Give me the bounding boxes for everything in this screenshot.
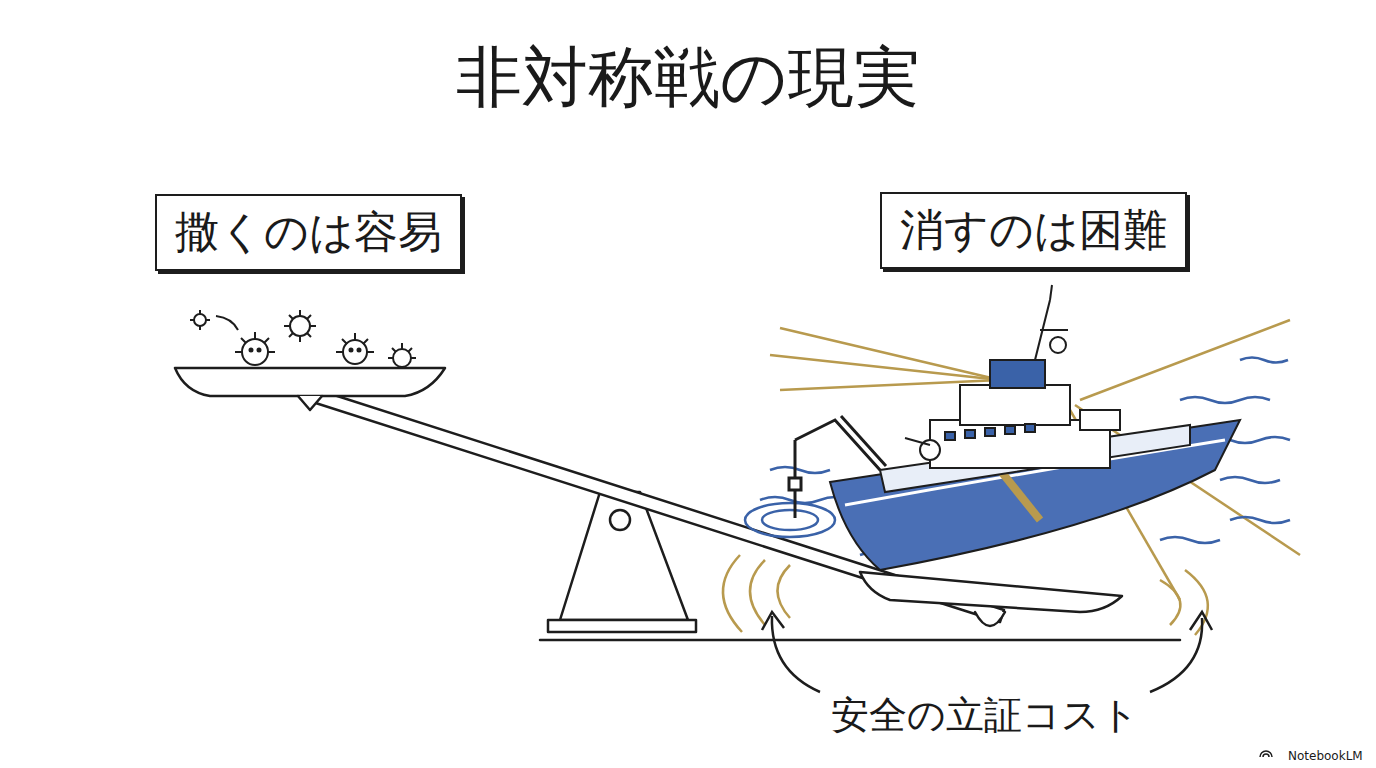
mines [190, 310, 416, 367]
sonar-beams [723, 320, 1300, 635]
crane-arm [789, 416, 886, 518]
watermark: NotebookLM [1285, 750, 1366, 764]
fulcrum-base [548, 620, 696, 632]
right-pan [860, 572, 1122, 612]
left-pan [175, 368, 445, 396]
box-text: 消すのは困難 [900, 204, 1167, 257]
label-box: 撒くのは容易 [155, 194, 462, 271]
box-text: 撒くのは容易 [175, 206, 442, 259]
ground-line [540, 639, 1180, 642]
cost-label: 安全の立証コスト [828, 694, 1142, 738]
watermark-icon [1260, 751, 1272, 757]
minesweeper-ship [830, 285, 1240, 570]
callout-arrows [762, 612, 1212, 692]
diagram-title: 非対称戦の現実 [456, 42, 920, 115]
label-box: 消すのは困難 [880, 192, 1187, 269]
